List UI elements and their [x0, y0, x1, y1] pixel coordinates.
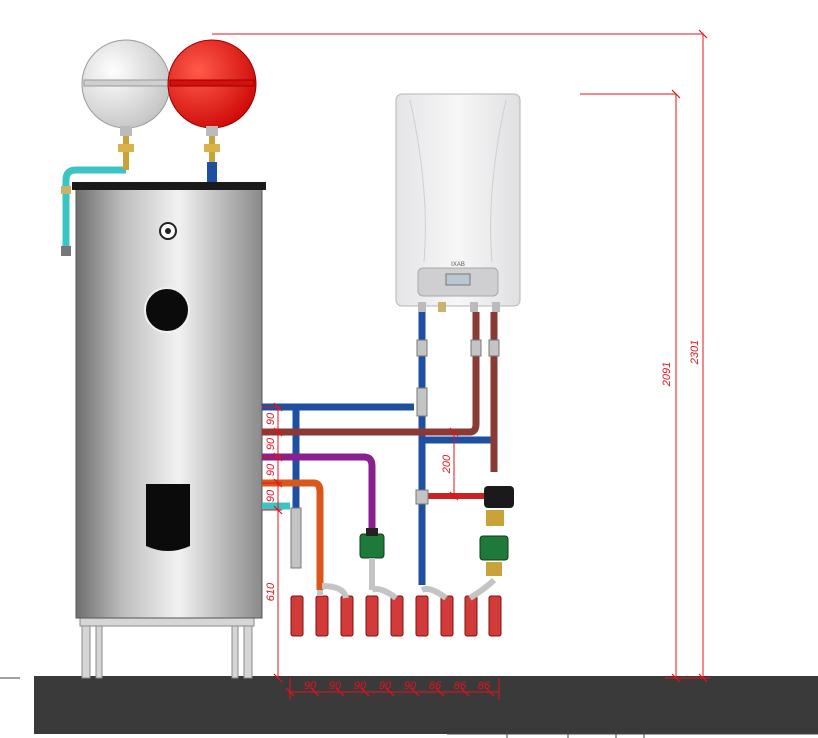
circulation-pump-heating	[479, 486, 514, 576]
expansion-vessel-white	[81, 39, 171, 170]
dim-outlet-spacing-3: 90	[354, 680, 367, 692]
dimension-ticks	[273, 29, 708, 697]
dim-outlet-spacing-2: 90	[329, 680, 342, 692]
outlet-elbows	[317, 577, 497, 601]
heating-circuit-pipes	[262, 312, 498, 472]
dim-pipe-gap: 200	[441, 454, 453, 474]
dim-outlet-spacing-7: 86	[454, 680, 467, 692]
circulation-pump-dhw	[359, 528, 385, 590]
recirculation-pipe	[262, 479, 324, 590]
make-up-water-pipe	[62, 166, 290, 510]
hot-water-pipe	[262, 453, 376, 532]
dim-outlet-spacing-8: 86	[478, 680, 491, 692]
water-heater-tank	[72, 182, 266, 619]
dim-outlet-spacing-1: 90	[304, 680, 317, 692]
dim-outlet-spacing-6: 86	[429, 680, 442, 692]
dim-vertical-spacing-4: 90	[265, 489, 277, 502]
dim-vertical-spacing-3: 90	[265, 463, 277, 476]
tank-stand	[79, 615, 255, 679]
dim-outlet-height: 610	[265, 582, 277, 601]
electric-heater-opening	[146, 484, 190, 551]
dim-outlet-spacing-4: 90	[379, 680, 392, 692]
dim-vertical-spacing-2: 90	[265, 437, 277, 450]
boiler-brand-label: IXAB	[451, 262, 465, 268]
dim-height-total: 2301	[689, 340, 701, 365]
dim-vertical-spacing-1: 90	[265, 412, 277, 425]
expansion-vessel-red	[167, 39, 257, 182]
outlet-valves	[290, 595, 502, 637]
floor-slab	[0, 676, 818, 738]
inspection-flange	[144, 287, 190, 333]
dim-outlet-spacing-5: 90	[404, 680, 417, 692]
wall-boiler: IXAB	[395, 93, 521, 312]
pipe-fittings	[290, 339, 500, 569]
dim-height-boiler: 2091	[661, 362, 673, 387]
